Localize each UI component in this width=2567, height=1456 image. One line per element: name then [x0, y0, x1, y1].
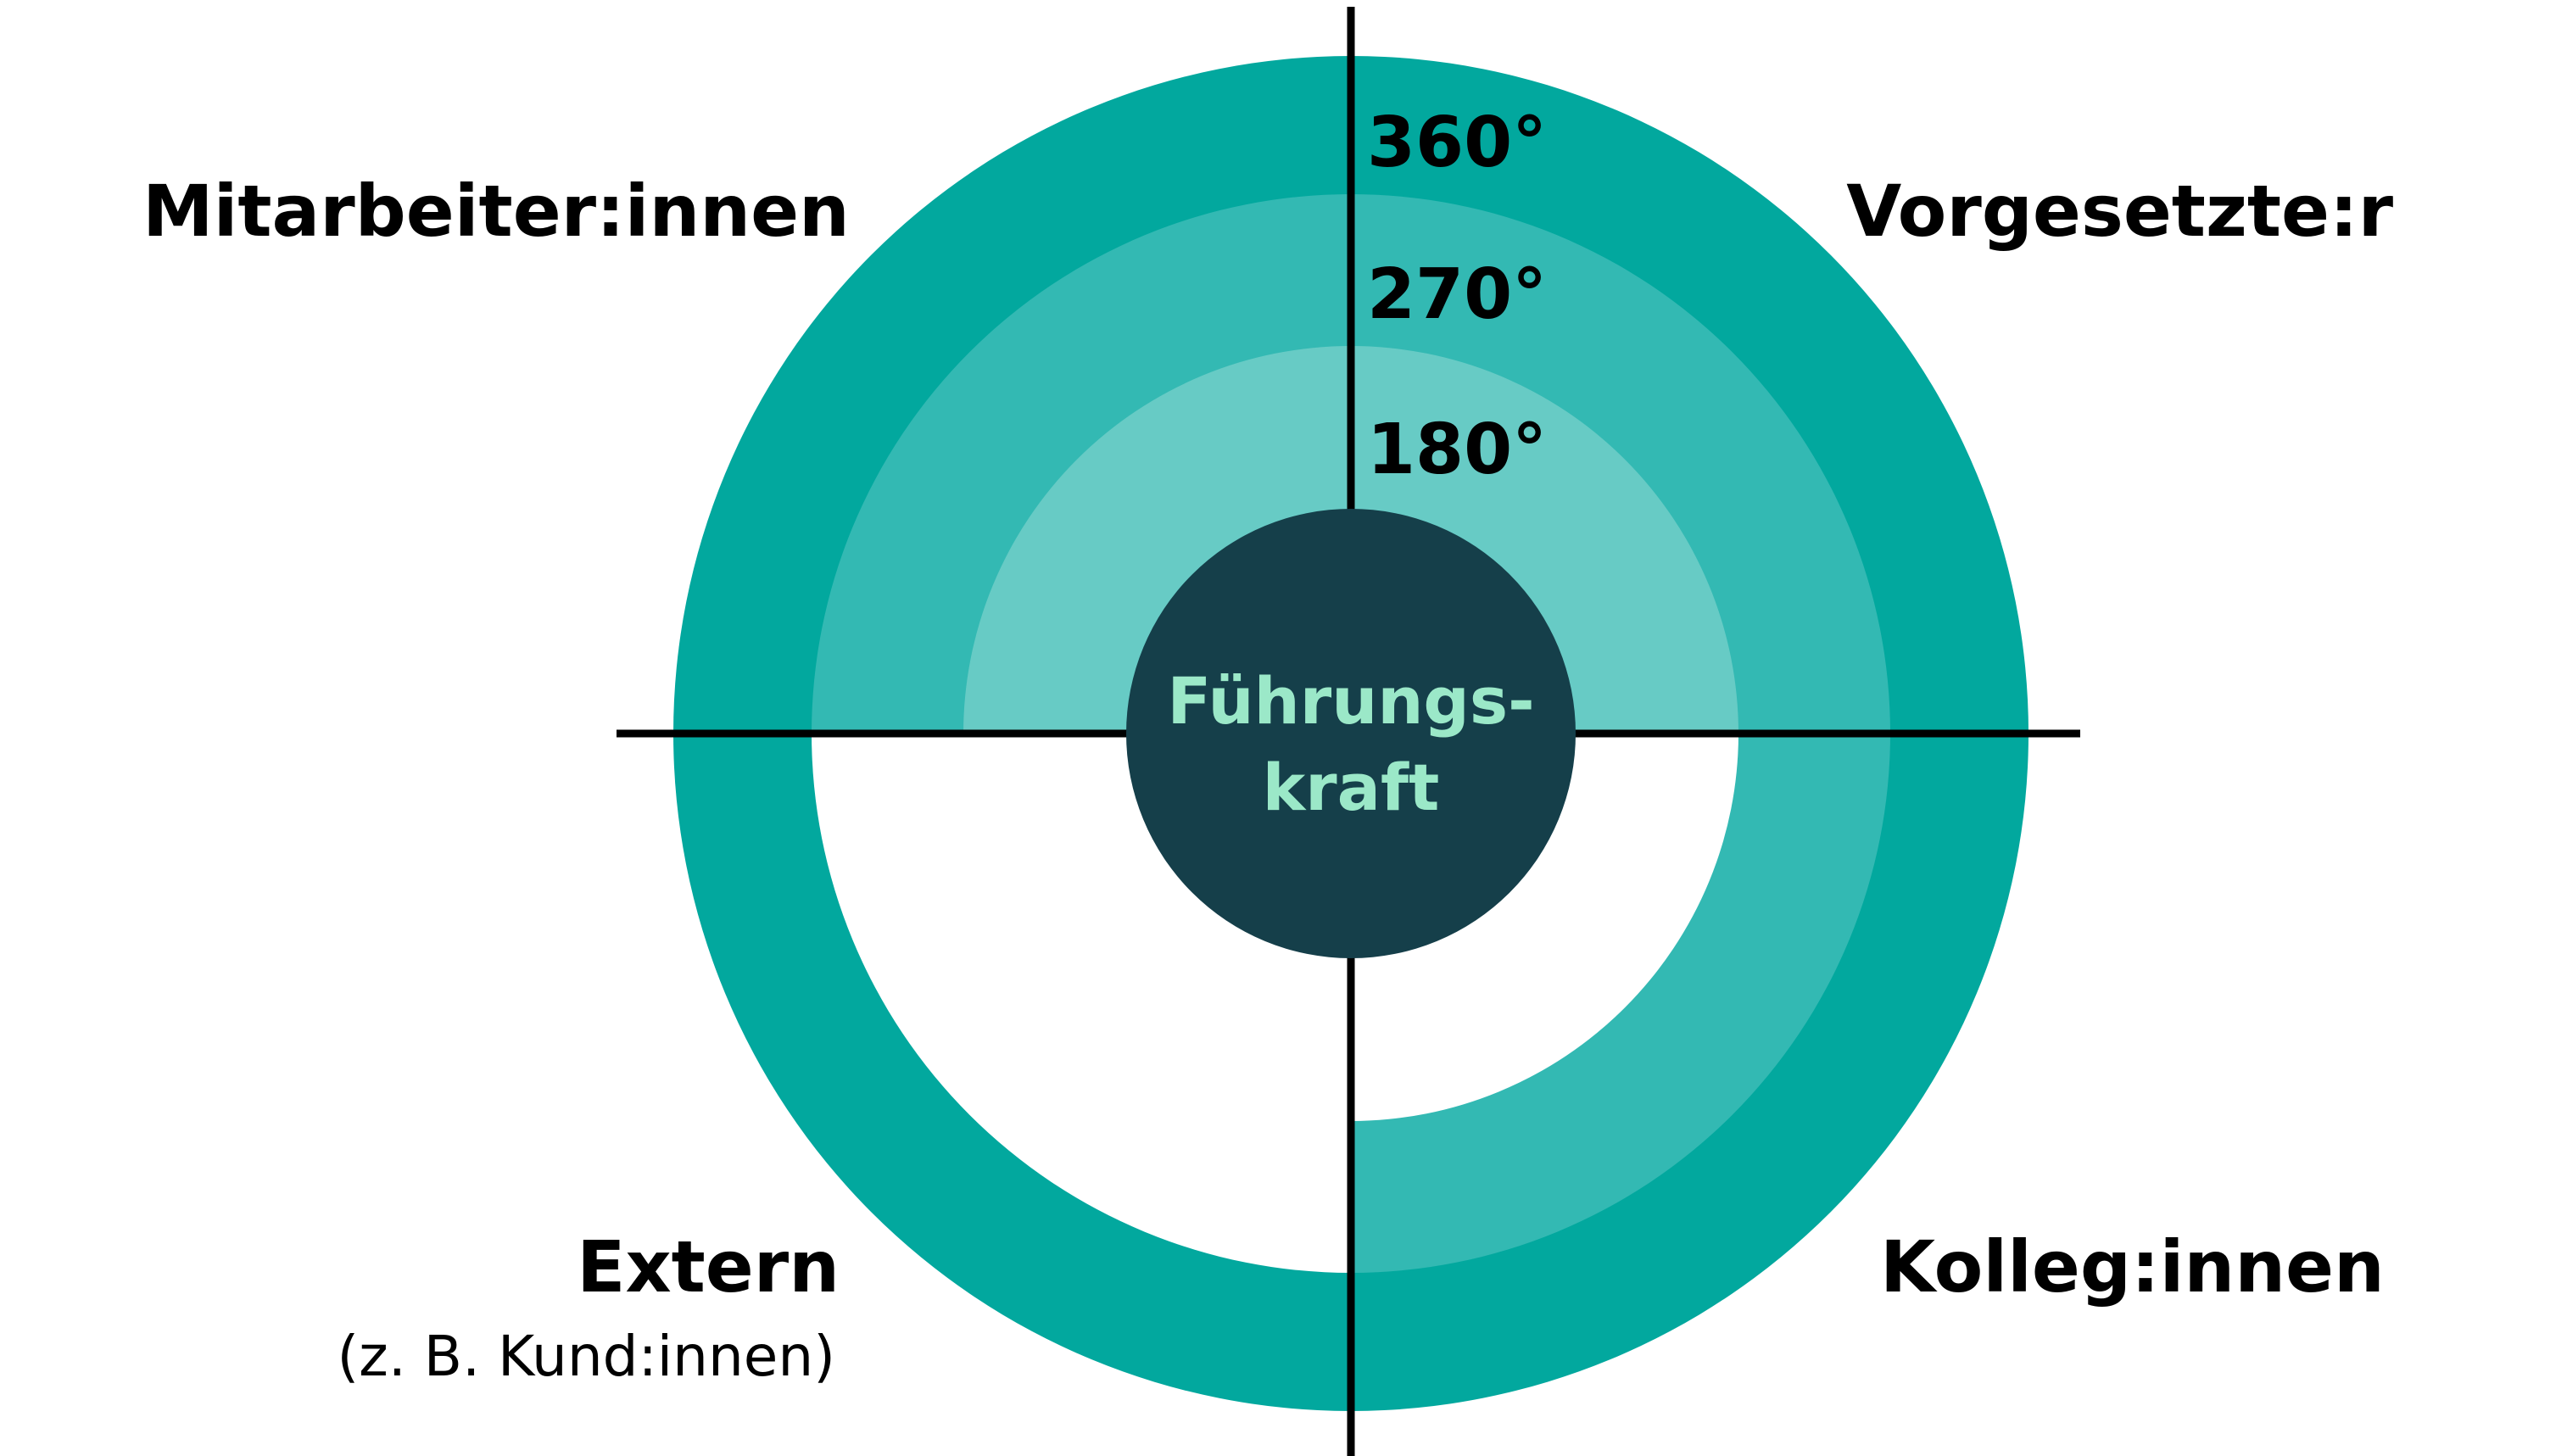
degree-label-360: 360° — [1367, 103, 1547, 183]
center-circle — [1126, 509, 1576, 958]
quadrant-label-bottom-left: Extern — [577, 1225, 840, 1308]
quadrant-label-bottom-right: Kolleg:innen — [1880, 1225, 2385, 1308]
center-label-line1: Führungs- — [1167, 663, 1534, 739]
center-label-line2: kraft — [1263, 750, 1440, 825]
degree-label-270: 270° — [1367, 254, 1547, 335]
quadrant-label-top-right: Vorgesetzte:r — [1846, 170, 2393, 253]
quadrant-label-top-left: Mitarbeiter:innen — [142, 170, 850, 253]
quadrant-sublabel-bottom-left: (z. B. Kund:innen) — [337, 1324, 835, 1389]
degree-label-180: 180° — [1367, 410, 1547, 490]
